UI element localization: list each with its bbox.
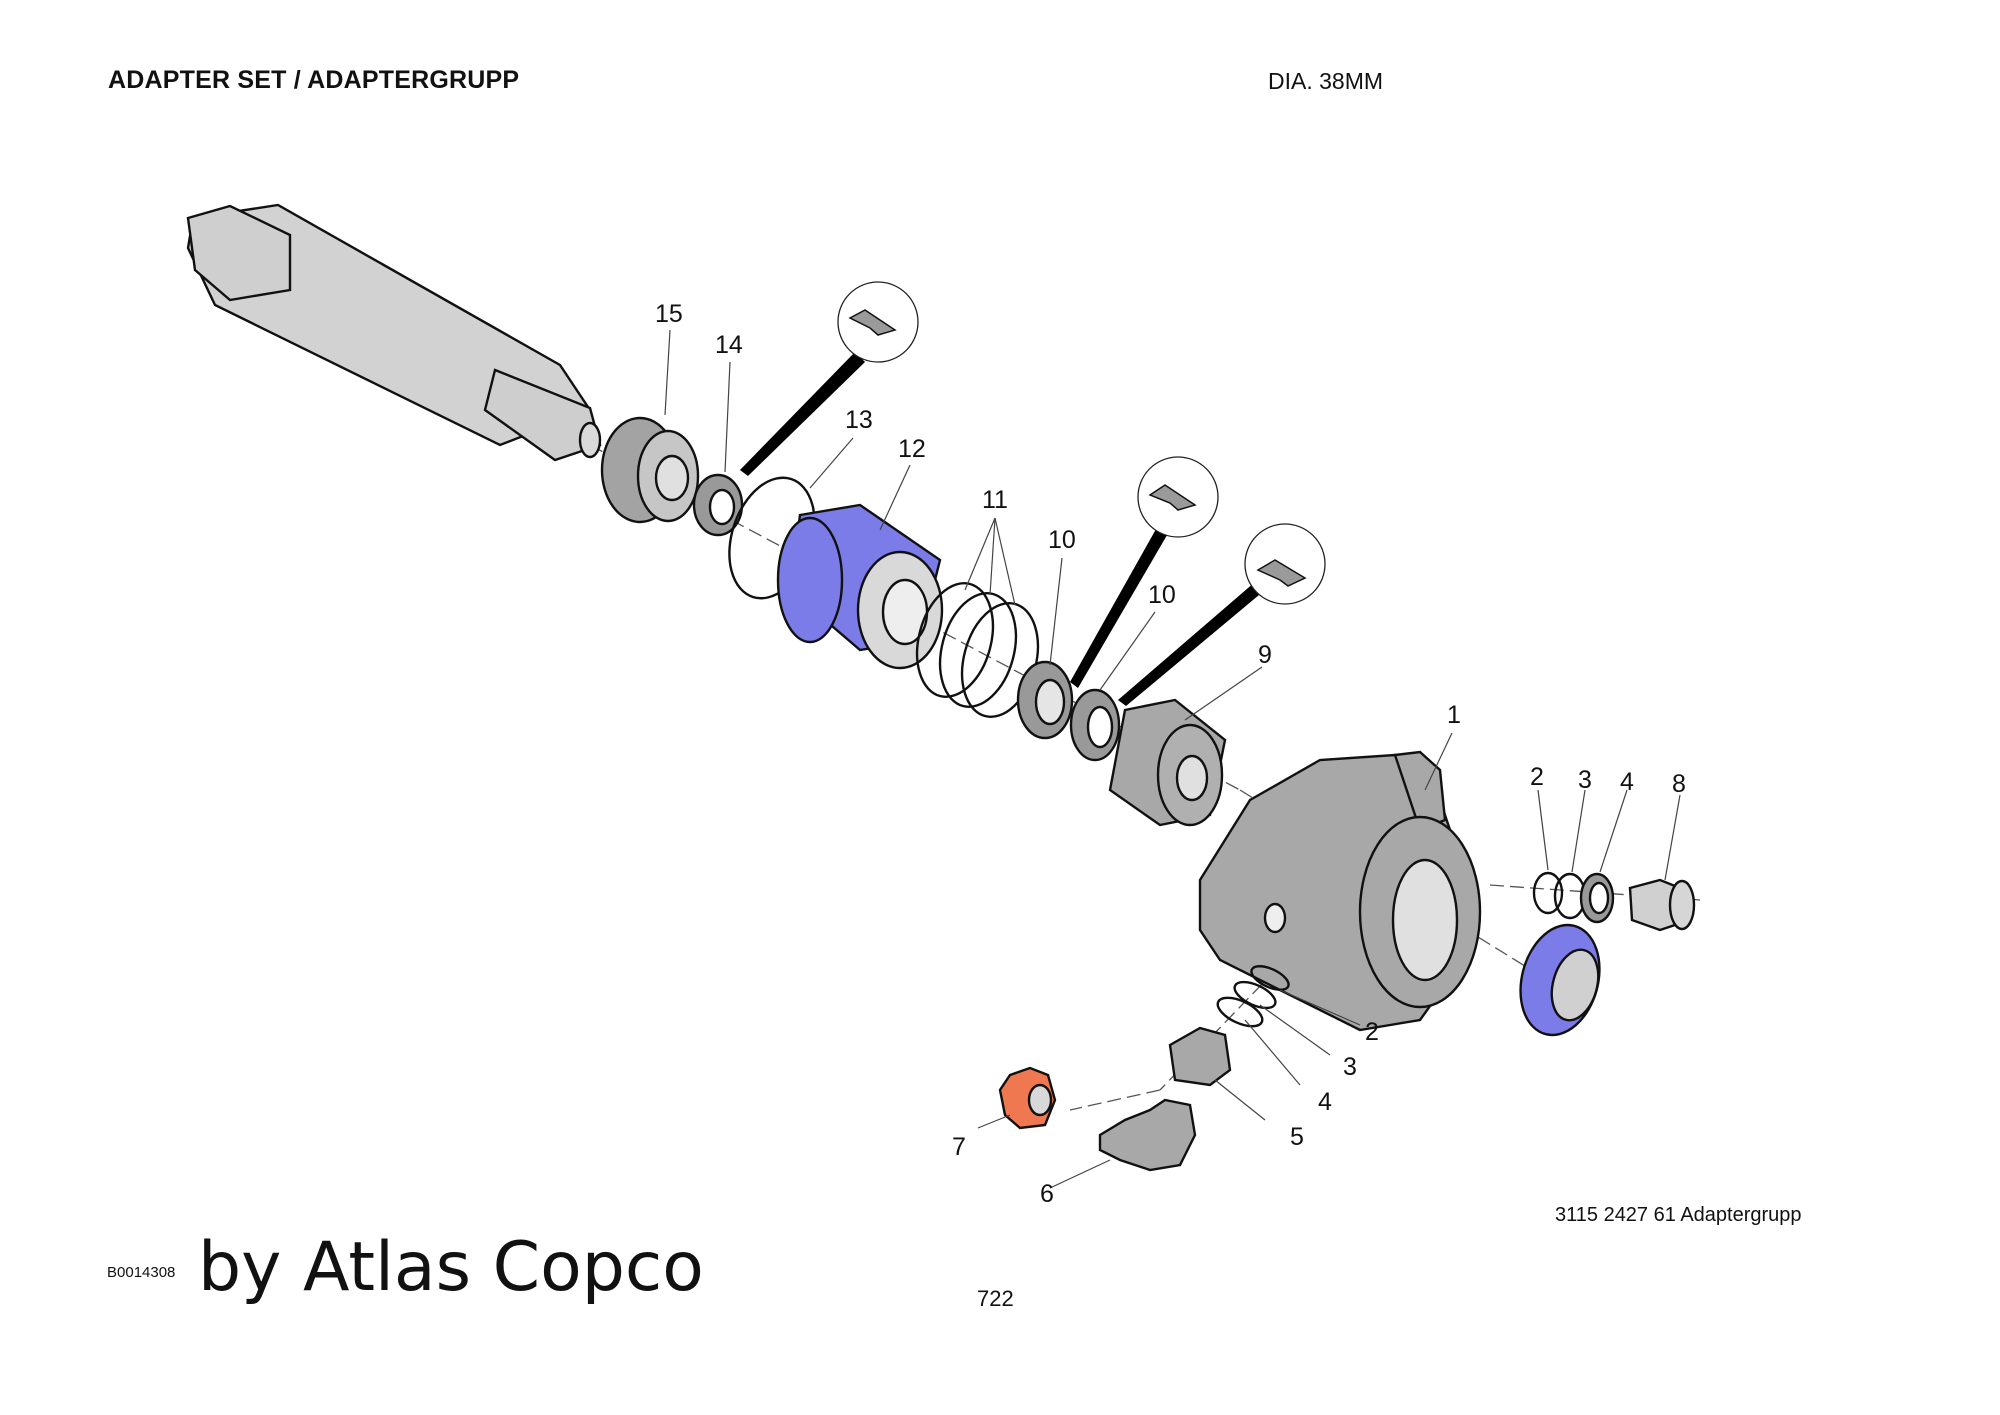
leader-lines [664, 329, 1681, 1189]
part-10-seal-a [1016, 660, 1074, 740]
callout-11: 11 [982, 486, 1008, 514]
part-2-ring-lower [1250, 965, 1290, 991]
part-4-ring-lower [1216, 996, 1264, 1028]
part-reference: 3115 2427 61 Adaptergrupp [1555, 1204, 1802, 1226]
part-7-nut [998, 1066, 1057, 1130]
part-14-washer [692, 473, 744, 537]
part-1-housing [1198, 750, 1482, 1032]
part-2-ring-right [1532, 871, 1564, 915]
callout-14: 14 [715, 331, 743, 359]
callout-labels: 15 14 13 12 11 10 10 9 1 2 3 4 8 2 3 4 5… [655, 300, 1686, 1208]
part-8-plug [1628, 878, 1696, 932]
callout-12: 12 [898, 435, 926, 463]
callout-13: 13 [845, 406, 873, 434]
page-title: ADAPTER SET / ADAPTERGRUPP [108, 66, 520, 94]
callout-15: 15 [655, 300, 683, 328]
detail-callout-seal-c [1118, 523, 1326, 706]
part-15-coupling [600, 416, 700, 524]
part-12-bushing [776, 503, 944, 670]
callout-6: 6 [1040, 1180, 1054, 1208]
callout-7: 7 [952, 1133, 966, 1161]
brand-watermark: by Atlas Copco [198, 1228, 704, 1307]
part-9-sleeve [1108, 698, 1227, 827]
dimension-label: DIA. 38MM [1268, 68, 1384, 94]
detail-callout-seal-a [740, 281, 919, 476]
part-10-seal-b [1069, 688, 1121, 762]
callout-5: 5 [1290, 1123, 1304, 1151]
callout-1: 1 [1447, 701, 1461, 729]
callout-3-lower: 3 [1343, 1053, 1357, 1081]
callout-4-lower: 4 [1318, 1088, 1332, 1116]
callout-9: 9 [1258, 641, 1272, 669]
flange-ring [1519, 923, 1601, 1037]
callout-10b: 10 [1148, 581, 1176, 609]
page-number: 722 [977, 1286, 1014, 1311]
part-6-elbow [1098, 1098, 1197, 1172]
callout-2-lower: 2 [1365, 1018, 1379, 1046]
callout-4-right: 4 [1620, 768, 1634, 796]
callout-10a: 10 [1048, 526, 1076, 554]
detail-callout-seal-b [1070, 456, 1219, 688]
part-4-ring-right [1579, 872, 1615, 924]
callout-3-right: 3 [1578, 766, 1592, 794]
callout-8: 8 [1672, 770, 1686, 798]
drawing-code: B0014308 [107, 1264, 176, 1281]
part-5-nipple [1168, 1026, 1232, 1087]
shank-adapter [186, 203, 602, 462]
callout-2-right: 2 [1530, 763, 1544, 791]
